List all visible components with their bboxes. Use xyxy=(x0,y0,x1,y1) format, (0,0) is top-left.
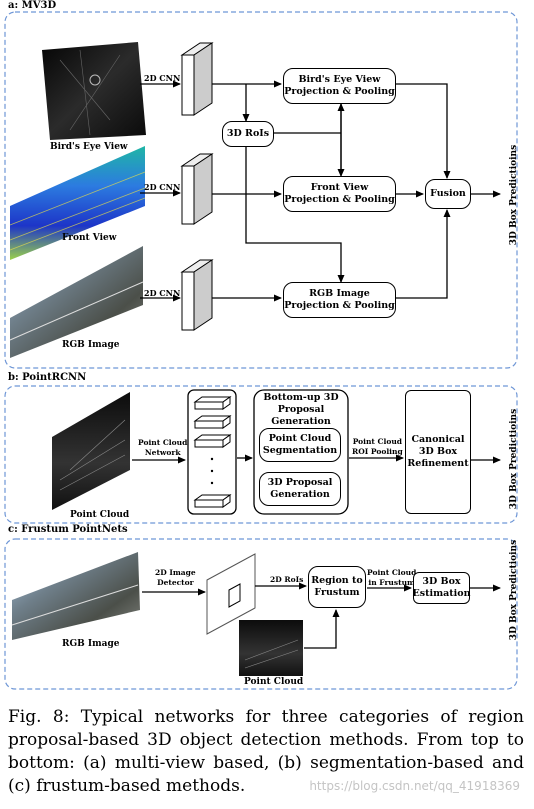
point-cloud-label-b: Point Cloud xyxy=(70,510,130,520)
estimation-box: 3D Box Estimation xyxy=(412,572,471,604)
front-view-image xyxy=(9,146,146,260)
detector-label: 2D Image Detector xyxy=(155,568,196,587)
rgb-image-label-a: RGB Image xyxy=(62,340,120,350)
rgb-pooling-box: RGB Image Projection & Pooling xyxy=(283,282,396,318)
proposal-box: 3D Proposal Generation xyxy=(259,472,341,506)
watermark: https://blog.csdn.net/qq_41918369 xyxy=(309,779,520,793)
rgb-image-a xyxy=(9,246,144,358)
roi-pooling-label: Point Cloud ROI Pooling xyxy=(352,437,403,456)
cnn-label-fv: 2D CNN xyxy=(144,182,181,192)
pc-network-label: Point Cloud Network xyxy=(138,438,188,457)
panel-b-arrows xyxy=(132,454,501,464)
output-label-c: 3D Box Predictioins xyxy=(509,539,519,641)
rois-2d-label: 2D RoIs xyxy=(270,575,304,584)
panel-a-title: a: MV3D xyxy=(8,0,57,11)
image-plane xyxy=(206,553,256,635)
bev-image xyxy=(42,42,146,140)
output-label-a: 3D Box Predictioins xyxy=(509,144,519,246)
feature-stack-layers xyxy=(193,396,232,508)
bev-label: Bird's Eye View xyxy=(50,142,128,152)
panel-c-title: c: Frustum PointNets xyxy=(8,524,128,535)
cnn-block-bev xyxy=(180,42,214,116)
cnn-block-rgb xyxy=(180,259,214,331)
fv-pooling-box: Front View Projection & Pooling xyxy=(283,176,396,212)
proposal-stage-title: Bottom-up 3D Proposal Generation xyxy=(263,392,339,427)
fusion-box: Fusion xyxy=(425,179,471,209)
refinement-box: Canonical 3D Box Refinement xyxy=(405,390,471,514)
panel-c-frame xyxy=(4,538,518,690)
frustum-pc-label: Point Cloud in Frustum xyxy=(367,568,417,587)
panel-a-frame xyxy=(4,11,518,369)
ellipsis-dots xyxy=(210,457,214,485)
rgb-image-c xyxy=(11,552,140,640)
panel-a-arrows xyxy=(140,80,501,302)
cnn-label-bev: 2D CNN xyxy=(144,73,181,83)
cnn-label-rgb: 2D CNN xyxy=(144,288,181,298)
rgb-image-label-c: RGB Image xyxy=(62,639,120,649)
bev-pooling-box: Bird's Eye View Projection & Pooling xyxy=(283,68,396,104)
point-cloud-label-c: Point Cloud xyxy=(244,677,304,687)
panel-b-title: b: PointRCNN xyxy=(8,372,87,383)
region-to-frustum-box: Region to Frustum xyxy=(308,566,366,608)
rois-box: 3D RoIs xyxy=(222,121,274,147)
point-cloud-image-c xyxy=(239,620,303,676)
segmentation-box: Point Cloud Segmentation xyxy=(259,428,341,462)
point-cloud-image-b xyxy=(52,392,130,510)
cnn-block-fv xyxy=(180,153,214,225)
output-label-b: 3D Box Predictioins xyxy=(509,408,519,510)
figure-caption: Fig. 8: Typical networks for three categ… xyxy=(8,707,524,796)
panel-c-arrows xyxy=(142,582,501,649)
front-view-label: Front View xyxy=(62,233,117,243)
